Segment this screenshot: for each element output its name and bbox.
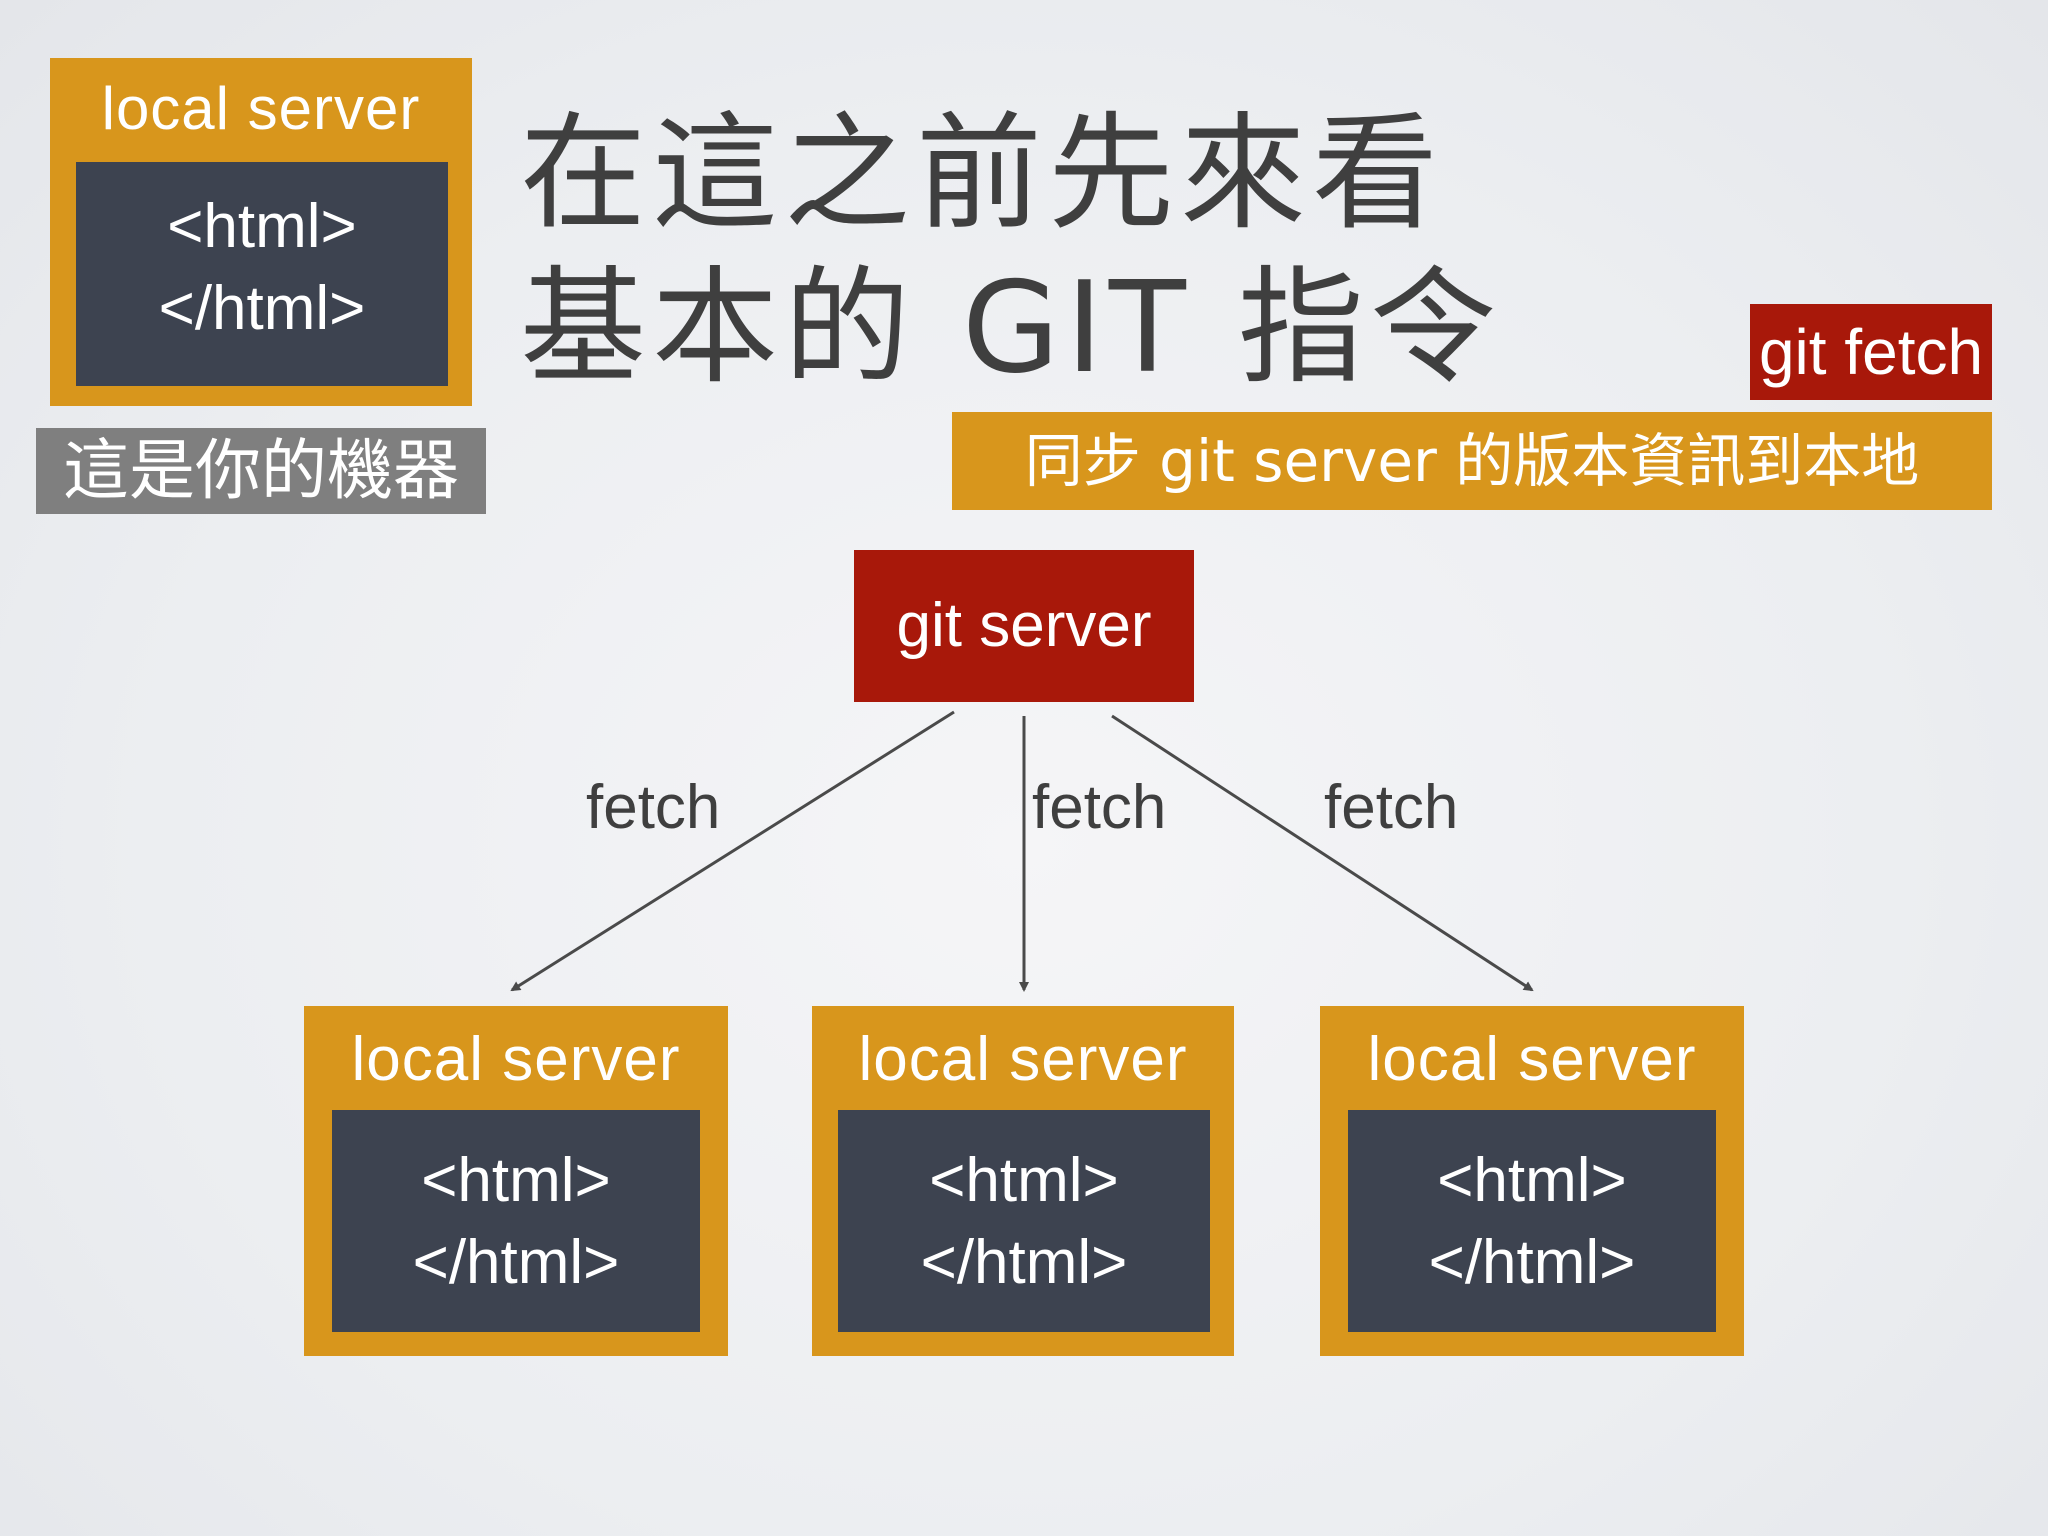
code-close-tag: </html> [920,1228,1128,1297]
local-server-code: <html> </html> [1348,1110,1716,1332]
local-server-box-2: local server <html> </html> [812,1006,1234,1356]
page-title-line-1: 在這之前先來看 [520,100,1444,247]
local-server-label: local server [858,1025,1188,1094]
fetch-label-center: fetch [1032,773,1167,842]
command-badge: git fetch [1750,304,1992,400]
my-local-server-label: local server [101,75,421,142]
code-open-tag: <html> [167,192,357,261]
code-open-tag: <html> [1437,1146,1627,1215]
fetch-arrow-left [510,710,955,992]
code-close-tag: </html> [158,274,366,343]
code-open-tag: <html> [421,1146,611,1215]
local-server-label: local server [351,1025,681,1094]
fetch-label-right: fetch [1324,773,1459,842]
local-server-code: <html> </html> [838,1110,1210,1332]
local-server-box-1: local server <html> </html> [304,1006,728,1356]
local-server-code: <html> </html> [332,1110,700,1332]
fetch-label-left: fetch [586,773,721,842]
command-description: 同步 git server 的版本資訊到本地 [952,412,1992,510]
page-title-line-2: 基本的 GIT 指令 [520,254,1502,401]
fetch-arrow-right [1111,714,1534,992]
my-local-server-box: local server <html> </html> [50,58,472,406]
my-machine-caption: 這是你的機器 [36,428,486,514]
code-close-tag: </html> [1428,1228,1636,1297]
my-local-server-code: <html> </html> [76,162,448,386]
git-server-node: git server [854,550,1194,702]
local-server-box-3: local server <html> </html> [1320,1006,1744,1356]
code-close-tag: </html> [412,1228,620,1297]
local-server-label: local server [1367,1025,1697,1094]
code-open-tag: <html> [929,1146,1119,1215]
